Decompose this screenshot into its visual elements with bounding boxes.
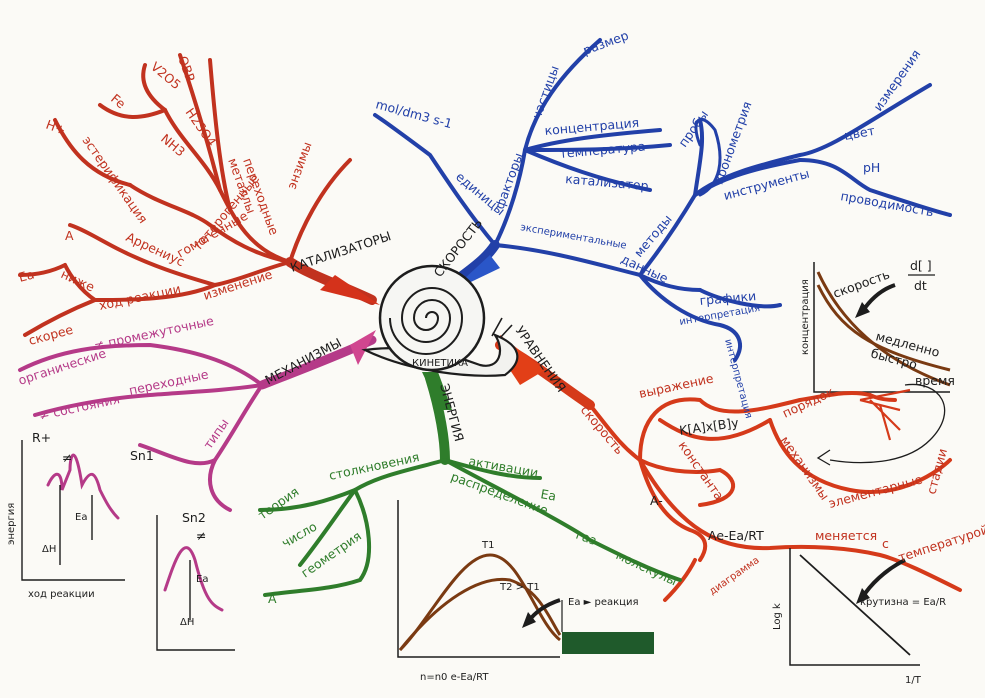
factors-label: факторы [492, 151, 526, 211]
types-label: типы [200, 416, 231, 452]
particles-label: частицы [529, 64, 562, 121]
sn2-energy-axes [156, 515, 235, 651]
log-chart [789, 548, 920, 666]
units-value-label: mol/dm3 s-1 [374, 96, 454, 131]
ea-sn1-label: Ea [75, 512, 87, 523]
arrh-label: Ae-Ea/RT [708, 528, 764, 543]
energy-wedge [422, 372, 452, 410]
distribution-chart [397, 500, 654, 658]
reaction-path-label: ход реакции [98, 281, 183, 313]
fe-label: Fe [108, 91, 129, 112]
energy-axis-label: энергия [6, 503, 17, 545]
rate-chart [813, 262, 951, 393]
temperature-eq-label: температурой [896, 521, 985, 564]
center-label: КИНЕТИКА [412, 358, 468, 369]
log-chart-xlabel: 1/T [905, 675, 922, 686]
catalysts-label: КАТАЛИЗАТОРЫ [288, 228, 392, 275]
r-plus-label: R+ [32, 430, 51, 445]
catalysts-branch [18, 53, 377, 337]
snail-logo [361, 264, 519, 377]
energy-branch [258, 373, 682, 597]
elementary-label: элементарные [827, 471, 924, 511]
conductivity-label: проводимость [839, 188, 934, 219]
h-plus-label: H+ [44, 117, 68, 138]
rate-chart-rate: скорость [831, 266, 892, 300]
ea-sn2-label: Ea [196, 574, 208, 585]
faster-label: скорее [27, 322, 75, 348]
stages-label: стадии [923, 447, 950, 496]
log-chart-slope: крутизна = Ea/R [860, 597, 946, 608]
rate-chart-ylabel: концентрация [800, 279, 811, 355]
t1-curve [398, 553, 561, 652]
sn2-label: Sn2 [182, 510, 206, 525]
experimental-label: экспериментальные [519, 222, 627, 252]
dist-t2-label: T2 > T1 [499, 582, 540, 593]
size-label: размер [581, 28, 631, 58]
changes-eq-label: меняется [815, 528, 877, 543]
instruments-label: инструменты [722, 166, 811, 203]
nh3-label: NH3 [158, 131, 188, 160]
dh-sn2-label: ΔH [180, 617, 194, 628]
t2-curve [398, 577, 562, 651]
time-label: время [915, 373, 955, 388]
k-label: A- [650, 493, 663, 508]
fast-curve [816, 284, 951, 372]
sn1-energy-axes [21, 440, 125, 581]
neq2-label: ≠ [196, 528, 206, 543]
collisions-label: столкновения [328, 449, 421, 483]
sn1-label: Sn1 [130, 448, 154, 463]
neq-label: ≠ [62, 450, 72, 465]
rate-chart-dnum: d[ ] [910, 258, 932, 273]
theory-label: теория [255, 484, 301, 523]
rate-eq-label: скорость [578, 402, 628, 457]
dist-t1-label: T1 [481, 540, 494, 551]
esterification-label: эстерификация [80, 133, 151, 226]
diagram-label: диаграмма [707, 555, 761, 598]
equations-branch [495, 340, 962, 602]
catalyst-label: катализатор [565, 171, 649, 193]
dh-sn1-label: ΔH [42, 544, 56, 555]
reaction-axis-label: ход реакции [28, 589, 95, 600]
ea-label-red: Ea [17, 266, 36, 285]
rate-law-label: K[A]x[B]y [678, 415, 740, 438]
gas-label: газ [574, 527, 599, 548]
molecules-label: молекулы [614, 547, 680, 588]
a-label: A [65, 228, 74, 243]
samples-label: пробы [675, 107, 711, 149]
expression-label: выражение [638, 370, 716, 400]
mechanisms-wedge [350, 330, 376, 365]
with-label: с [882, 536, 889, 551]
color-label: цвет [843, 123, 876, 143]
states-label: ≠ состояния [38, 391, 121, 423]
order-label: порядок [780, 384, 837, 421]
temperature-label: температура [559, 139, 646, 161]
rate-chart-dden: dt [914, 278, 927, 293]
slope-arrow [860, 558, 906, 600]
lower-label: ниже [59, 266, 98, 295]
labels: КИНЕТИКА КАТАЛИЗАТОРЫ энзимы гетерогенны… [6, 28, 985, 686]
slow-curve [816, 271, 951, 387]
ph-label: pH [863, 160, 880, 175]
catalysts-wedge [320, 275, 380, 305]
ea-area [562, 632, 654, 654]
ea-green-label: Ea [539, 486, 557, 503]
changes-label: изменение [201, 266, 274, 303]
graphs-label: графики [699, 288, 757, 308]
order-diagram [816, 383, 946, 466]
a-green-label: A [268, 591, 277, 606]
dist-ea-label: Ea ► реакция [568, 597, 638, 608]
dist-formula: n=n0 e-Ea/RT [420, 672, 489, 683]
enzymes-label: энзимы [284, 140, 315, 191]
eq-mechanisms-label: механизмы [778, 433, 833, 503]
log-chart-ylabel: Log k [772, 603, 783, 630]
